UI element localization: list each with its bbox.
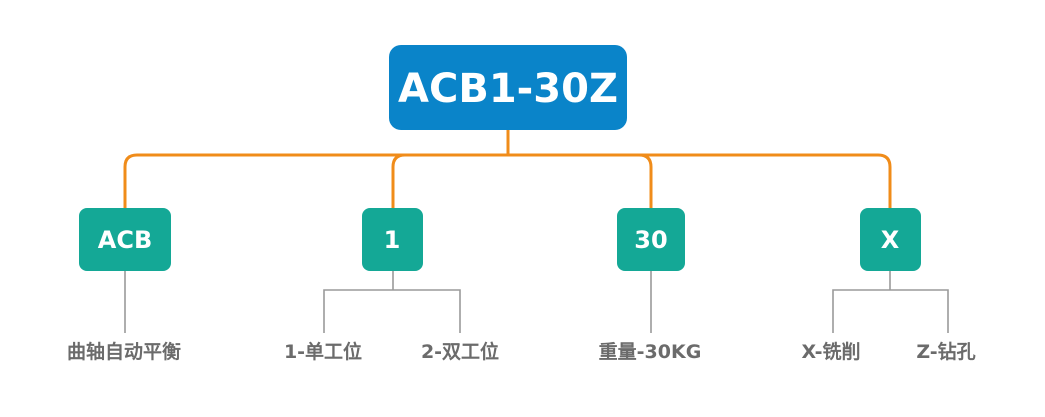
meaning-label-acb: 曲轴自动平衡 bbox=[67, 340, 181, 363]
meaning-label-drilling: Z-钻孔 bbox=[916, 340, 975, 363]
root-node: ACB1-30Z bbox=[389, 45, 627, 130]
segment-node-box bbox=[860, 208, 921, 271]
meaning-label-double-station: 2-双工位 bbox=[421, 340, 499, 363]
meaning-line-segment-2 bbox=[323, 270, 461, 333]
segment-label: ACB bbox=[98, 226, 152, 254]
segment-label: 1 bbox=[384, 226, 401, 254]
root-branch-connectors bbox=[123, 126, 892, 212]
segment-node-box bbox=[362, 208, 423, 271]
segment-label: X bbox=[881, 226, 900, 254]
segment-node-3: 30 bbox=[617, 208, 685, 271]
segment-label: 30 bbox=[634, 226, 667, 254]
branch-line-segment-3 bbox=[637, 153, 653, 212]
meaning-label-weight: 重量-30KG bbox=[599, 341, 702, 363]
segment-node-4: X bbox=[860, 208, 921, 271]
segment-node-box bbox=[617, 208, 685, 271]
segment-meaning-connectors bbox=[124, 270, 949, 333]
meaning-label-single-station: 1-单工位 bbox=[284, 340, 362, 363]
segment-node-box bbox=[79, 208, 171, 271]
root-node-box bbox=[389, 45, 627, 130]
meaning-label-milling: X-铣削 bbox=[802, 340, 861, 363]
meaning-line-segment-4 bbox=[832, 270, 949, 333]
root-node-label: ACB1-30Z bbox=[398, 66, 618, 112]
branch-bus-line bbox=[123, 153, 892, 212]
segment-node-2: 1 bbox=[362, 208, 423, 271]
segment-node-1: ACB bbox=[79, 208, 171, 271]
branch-line-segment-2 bbox=[391, 153, 407, 212]
